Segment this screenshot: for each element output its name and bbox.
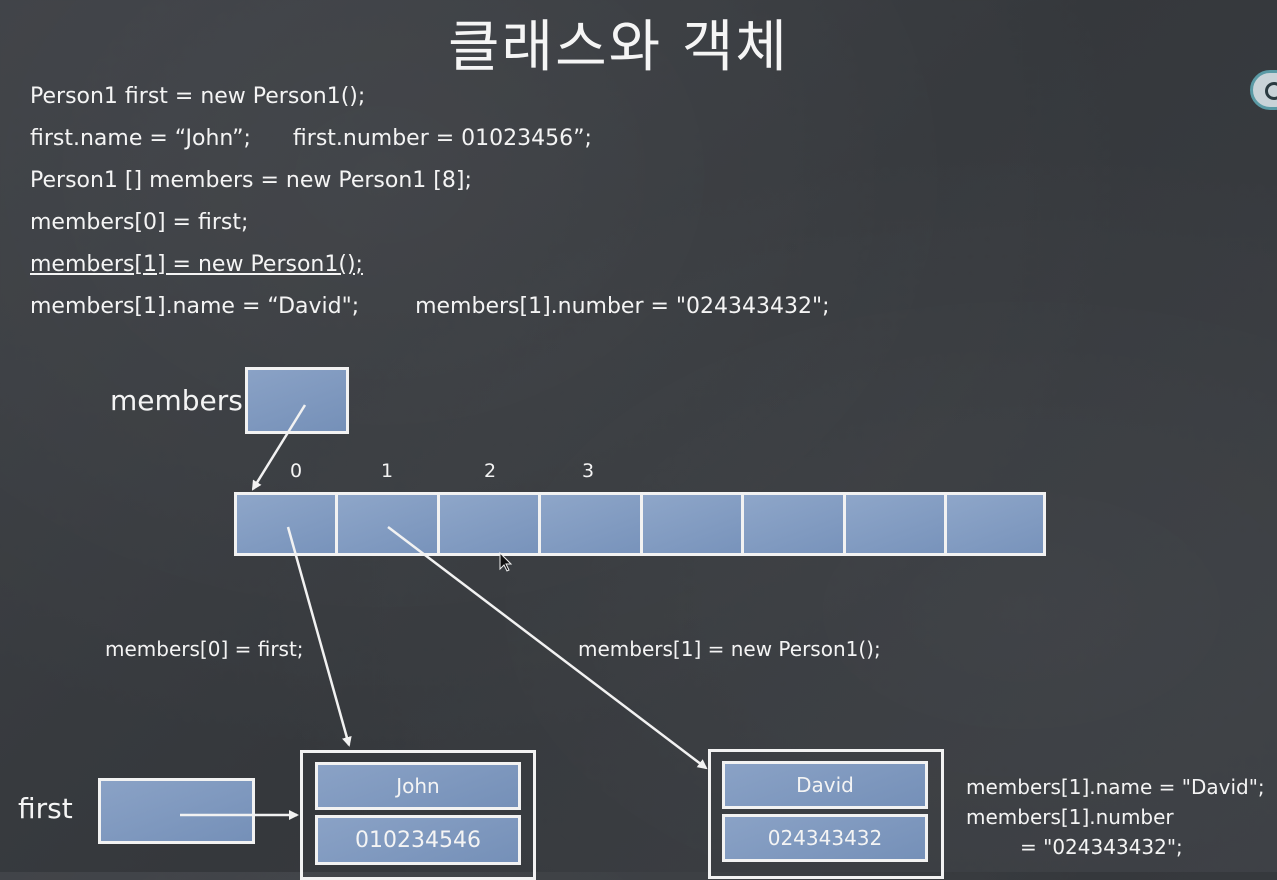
index-label-0: 0 [290, 460, 303, 482]
members-label: members [110, 384, 243, 417]
slide-title: 클래스와 객체 [448, 15, 789, 80]
array-cell-4 [640, 492, 744, 556]
first-reference-box [98, 778, 255, 844]
members-reference-box [245, 367, 349, 434]
mouse-cursor-icon [499, 551, 513, 572]
index-label-2: 2 [484, 460, 497, 482]
david-number-field: 024343432 [722, 814, 928, 862]
arrow-cell0-to-john [286, 526, 352, 747]
assign-members0-label: members[0] = first; [105, 637, 304, 661]
code-line-3: Person1 [] members = new Person1 [8]; [30, 168, 472, 193]
john-number-field: 010234546 [315, 815, 521, 865]
note-line-2: members[1].number [966, 805, 1174, 829]
index-label-3: 3 [582, 460, 595, 482]
first-label: first [18, 792, 73, 825]
assign-members1-label: members[1] = new Person1(); [578, 637, 881, 661]
code-line-6: members[1].name = “David"; members[1].nu… [30, 294, 830, 319]
note-line-1: members[1].name = "David"; [966, 775, 1265, 799]
array-cell-2 [437, 492, 541, 556]
john-name-field: John [315, 762, 521, 810]
code-line-2: first.name = “John”; first.number = 0102… [30, 126, 592, 151]
side-panel-toggle-icon[interactable] [1250, 70, 1277, 110]
code-line-4: members[0] = first; [30, 210, 249, 235]
david-name-field: David [722, 761, 928, 809]
array-cell-7 [944, 492, 1046, 556]
arrow-cell1-to-david [387, 526, 708, 770]
code-line-5: members[1] = new Person1(); [30, 252, 363, 277]
index-label-1: 1 [381, 460, 394, 482]
note-line-3: = "024343432"; [1020, 835, 1183, 859]
arrow-members-to-array [251, 404, 307, 491]
code-line-1: Person1 first = new Person1(); [30, 84, 366, 109]
